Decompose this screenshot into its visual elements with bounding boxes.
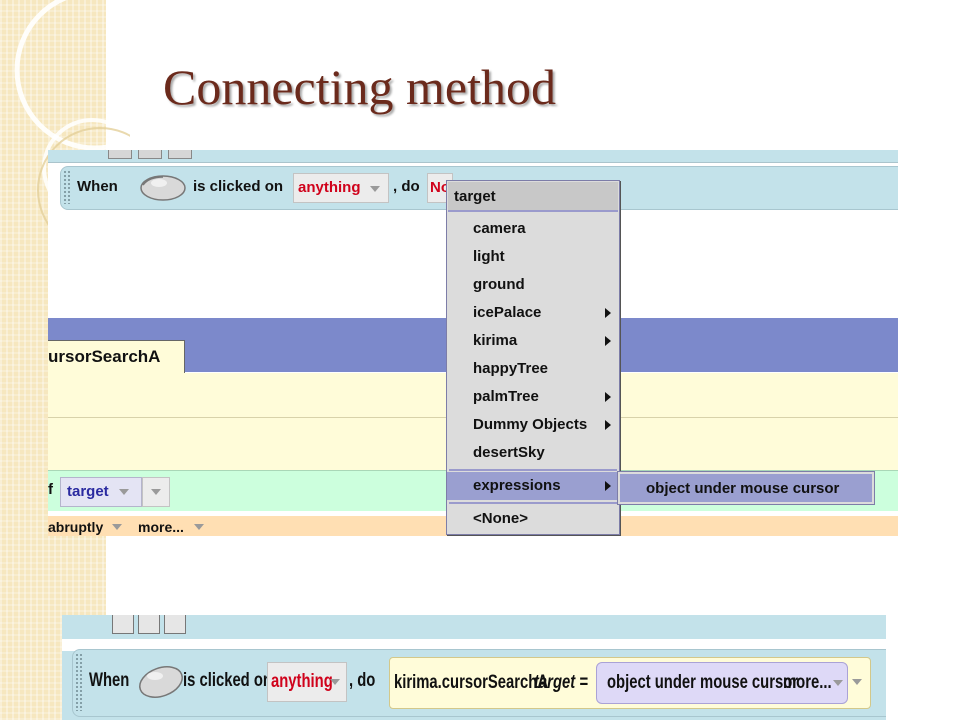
target-param-dropdown[interactable]: target (60, 477, 142, 507)
duration-value[interactable]: abruptly (48, 519, 104, 535)
menu-item-label: Dummy Objects (473, 416, 588, 433)
editor-gap (62, 639, 886, 651)
menu-item-label: <None> (473, 510, 529, 527)
chevron-down-icon[interactable] (330, 679, 340, 685)
event-row[interactable]: When is clicked on anything , do No (60, 166, 898, 210)
menu-item-label: ground (473, 276, 525, 293)
tab-label: ursorSearchA (48, 347, 161, 366)
anything-value: anything (271, 671, 333, 692)
anything-dropdown[interactable]: anything (293, 173, 389, 203)
tab-cursor-search[interactable]: ursorSearchA (48, 340, 185, 375)
menu-item-none[interactable]: <None> (447, 505, 619, 533)
event-row-completed[interactable]: When is clicked on anything , do kirima.… (72, 649, 886, 717)
tiny-button[interactable] (138, 615, 160, 634)
chevron-down-icon[interactable] (151, 489, 161, 495)
chevron-down-icon[interactable] (833, 680, 843, 686)
menu-item-label: happyTree (473, 360, 549, 377)
menu-item-label: light (473, 248, 505, 265)
target-param-value: target (67, 483, 109, 500)
menu-header-label: target (454, 188, 496, 205)
alice-screenshot-result: When is clicked on anything , do kirima.… (62, 615, 886, 720)
tiny-button[interactable] (164, 615, 186, 634)
menu-item-expressions[interactable]: expressions (447, 472, 619, 500)
drag-grip-icon[interactable] (75, 653, 82, 711)
menu-item-label: palmTree (473, 388, 539, 405)
tiny-button[interactable] (112, 615, 134, 634)
method-call-block[interactable]: kirima.cursorSearchA target = object und… (389, 657, 871, 709)
do-dropdown[interactable]: No (427, 173, 453, 203)
menu-item-light[interactable]: light (447, 243, 619, 271)
menu-item-desertsky[interactable]: desertSky (447, 439, 619, 467)
menu-item-label: icePalace (473, 304, 542, 321)
comma-do-label: , do (393, 178, 420, 195)
method-name: kirima.cursorSearchA (394, 672, 549, 693)
menu-item-ground[interactable]: ground (447, 271, 619, 299)
when-label: When (89, 670, 130, 691)
submenu-item-object-under-mouse-cursor[interactable]: object under mouse cursor (620, 474, 872, 502)
mouse-icon (139, 666, 183, 698)
is-clicked-on-label: is clicked on (193, 178, 284, 195)
menu-item-label: desertSky (473, 444, 545, 461)
chevron-down-icon[interactable] (370, 186, 380, 192)
is-clicked-on-label: is clicked on (183, 670, 272, 691)
menu-separator (449, 469, 617, 471)
param-prefix: f (48, 481, 53, 498)
do-value: No (430, 179, 450, 196)
menu-item-label: camera (473, 220, 526, 237)
menu-item-dummy-objects[interactable]: Dummy Objects (447, 411, 619, 439)
tiny-button[interactable] (138, 150, 162, 159)
more-button[interactable]: more... (783, 672, 832, 693)
chevron-down-icon[interactable] (194, 524, 204, 530)
menu-item-label: kirima (473, 332, 518, 349)
menu-header: target (448, 182, 618, 212)
param-extra-dropdown[interactable] (142, 477, 170, 507)
menu-item-icepalace[interactable]: icePalace (447, 299, 619, 327)
mouse-icon (140, 175, 186, 201)
when-label: When (77, 178, 118, 195)
menu-item-camera[interactable]: camera (447, 215, 619, 243)
editor-top-strip (48, 150, 898, 163)
menu-item-happytree[interactable]: happyTree (447, 355, 619, 383)
target-dropdown-menu[interactable]: target camera light ground icePalace kir… (446, 180, 620, 535)
menu-item-label: expressions (473, 477, 561, 494)
chevron-down-icon[interactable] (852, 679, 862, 685)
anything-value: anything (298, 179, 361, 196)
chevron-right-icon (605, 336, 611, 346)
slide-title: Connecting method (163, 59, 556, 115)
chevron-right-icon (605, 308, 611, 318)
chevron-down-icon[interactable] (112, 524, 122, 530)
tiny-button[interactable] (168, 150, 192, 159)
param-value: object under mouse cursor (607, 672, 799, 693)
param-label: target = (534, 672, 588, 693)
submenu-item-label: object under mouse cursor (646, 480, 840, 497)
chevron-down-icon[interactable] (119, 489, 129, 495)
comma-do-label: , do (349, 670, 376, 691)
chevron-right-icon (605, 420, 611, 430)
chevron-right-icon (605, 392, 611, 402)
menu-item-palmtree[interactable]: palmTree (447, 383, 619, 411)
chevron-right-icon (605, 481, 611, 491)
anything-dropdown[interactable]: anything (267, 662, 347, 702)
drag-grip-icon[interactable] (63, 170, 70, 204)
menu-separator (449, 502, 617, 504)
menu-item-kirima[interactable]: kirima (447, 327, 619, 355)
expressions-submenu[interactable]: object under mouse cursor (617, 471, 875, 505)
more-button[interactable]: more... (138, 519, 184, 535)
param-value-block[interactable]: object under mouse cursor more... (596, 662, 848, 704)
tiny-button[interactable] (108, 150, 132, 159)
